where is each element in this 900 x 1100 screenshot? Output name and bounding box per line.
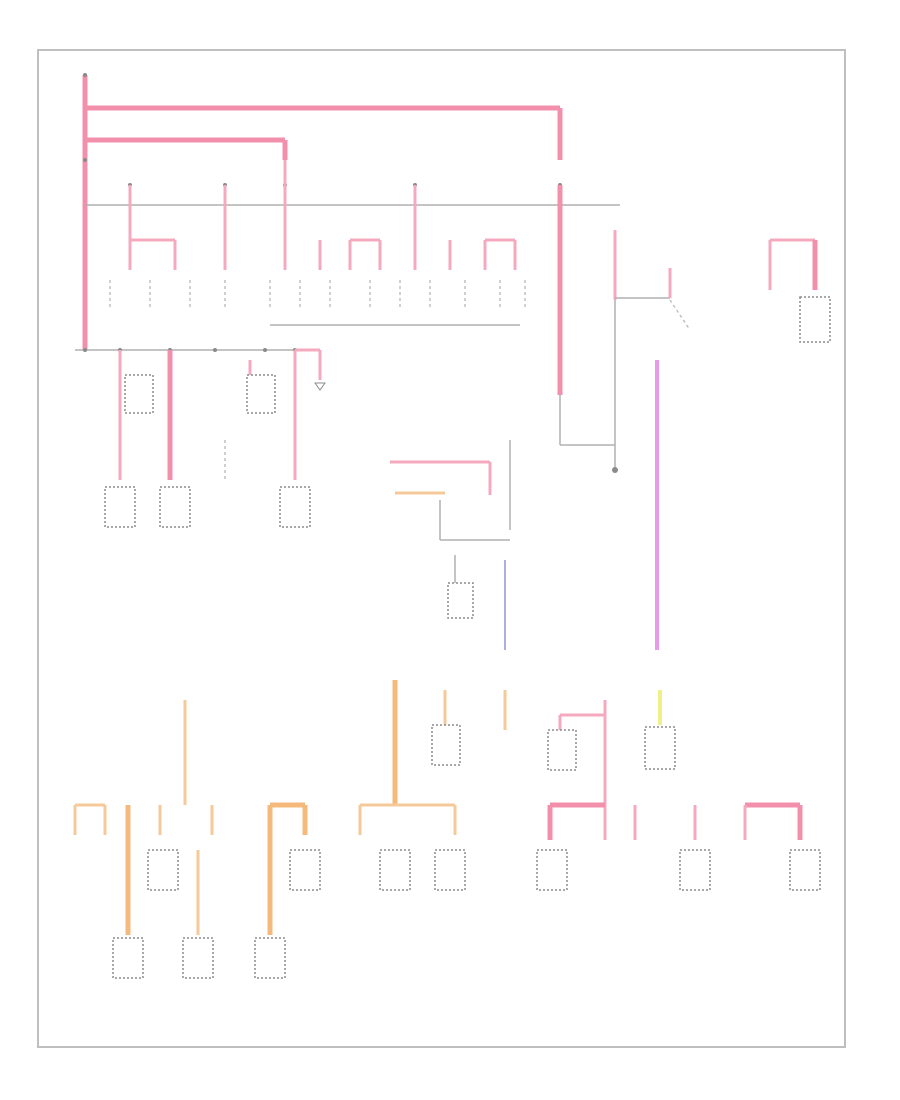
component-box-icon <box>789 849 821 891</box>
left-mid-components <box>104 374 326 528</box>
component-box-icon <box>431 724 461 766</box>
component-box-icon <box>447 582 474 619</box>
lower-right-circuits <box>536 690 821 891</box>
upper-right-component <box>768 238 831 343</box>
lower-left-circuits <box>73 700 321 979</box>
component-box-icon <box>104 486 136 528</box>
component-box-icon <box>254 937 286 979</box>
component-box-icon <box>182 937 214 979</box>
component-box-icon <box>644 726 676 770</box>
fuse-block-row <box>83 73 562 187</box>
component-box-icon <box>159 486 191 528</box>
center-circuits <box>390 185 691 650</box>
diagram-frame <box>37 49 846 1048</box>
left-upper-circuits <box>109 160 526 326</box>
top-power-feed <box>82 75 620 350</box>
component-box-icon <box>147 849 179 891</box>
component-box-icon <box>434 849 466 891</box>
component-box-icon <box>289 849 321 891</box>
component-box-icon <box>536 849 568 891</box>
component-box-icon <box>279 486 311 528</box>
component-box-icon <box>547 729 577 771</box>
left-mid-bus <box>75 348 322 480</box>
component-box-icon <box>379 849 411 891</box>
component-box-icon <box>679 849 711 891</box>
component-box-icon <box>112 937 144 979</box>
ground-icon <box>314 382 326 391</box>
lower-center-circuits <box>358 680 507 891</box>
component-box-icon <box>124 374 154 414</box>
component-box-icon <box>799 296 831 343</box>
component-box-icon <box>246 374 276 414</box>
